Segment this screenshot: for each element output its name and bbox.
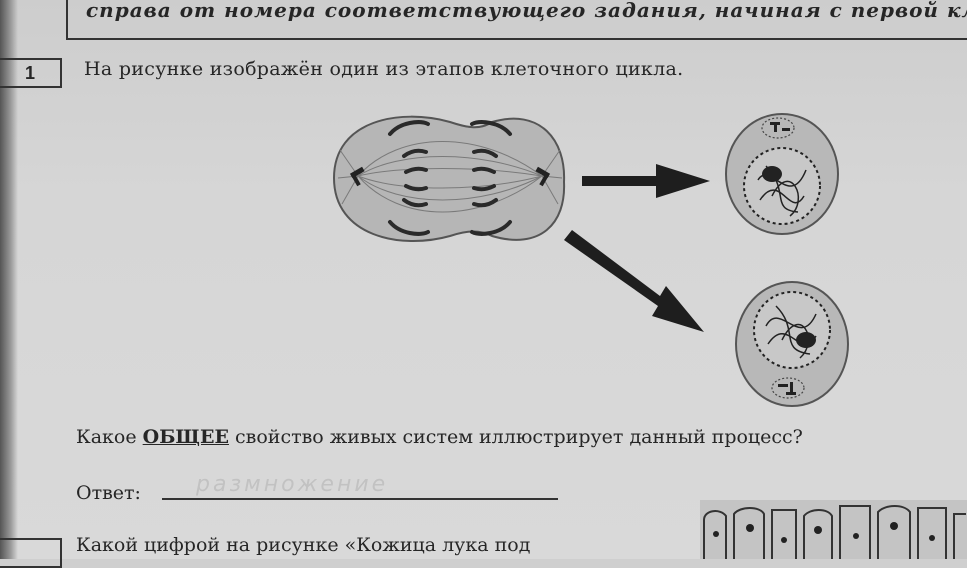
centriole-top-icon [770,122,790,132]
question-prefix: Какое [76,426,143,448]
daughter-cell-bottom [735,281,849,407]
daughter-cell-top [725,113,839,235]
centriole-right-icon [535,166,551,187]
dividing-cell [332,115,566,242]
page-shadow [0,0,18,559]
task-prompt: На рисунке изображён один из этапов клет… [84,58,684,80]
task2-prompt: Какой цифрой на рисунке «Кожица лука под [76,534,531,556]
arrow-diagonal-icon [564,230,704,332]
arrow-right-icon [582,164,710,198]
question-suffix: свойство живых систем иллюстрирует данны… [228,426,803,448]
centriole-bottom-icon [778,382,796,395]
answer-field[interactable]: размножение [196,472,389,497]
cell-cycle-figure [332,113,849,407]
question-emphasis: ОБЩЕЕ [142,426,229,448]
answer-label: Ответ: [76,482,141,504]
task-question: Какое ОБЩЕЕ свойство живых систем иллюст… [76,426,803,448]
centriole-left-icon [349,166,365,187]
instruction-text: справа от номера соответствующего задани… [86,0,967,22]
task2-number-box [0,538,62,568]
answer-line [162,498,558,500]
task-number-box: 1 [0,58,62,88]
instruction-box [66,0,967,40]
onion-skin-figure [700,500,967,559]
